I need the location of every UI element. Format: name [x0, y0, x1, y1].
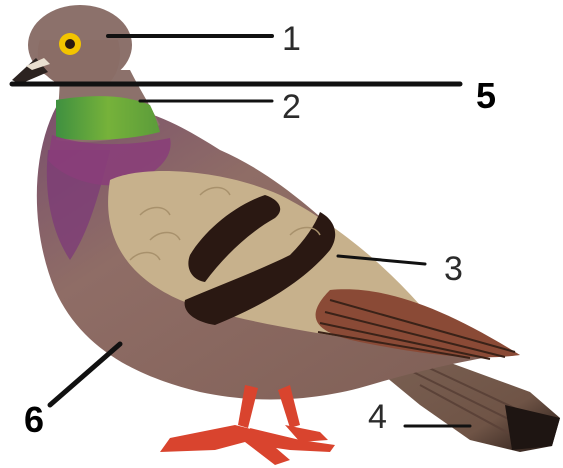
label-6: 6 [24, 399, 44, 440]
label-5: 5 [476, 75, 496, 116]
eye-icon [59, 33, 81, 55]
beak [12, 58, 50, 84]
leader-line-6 [50, 344, 120, 405]
label-4: 4 [368, 398, 387, 436]
label-2: 2 [282, 88, 301, 126]
label-3: 3 [444, 250, 463, 288]
label-1: 1 [282, 20, 301, 58]
neck [48, 70, 171, 185]
